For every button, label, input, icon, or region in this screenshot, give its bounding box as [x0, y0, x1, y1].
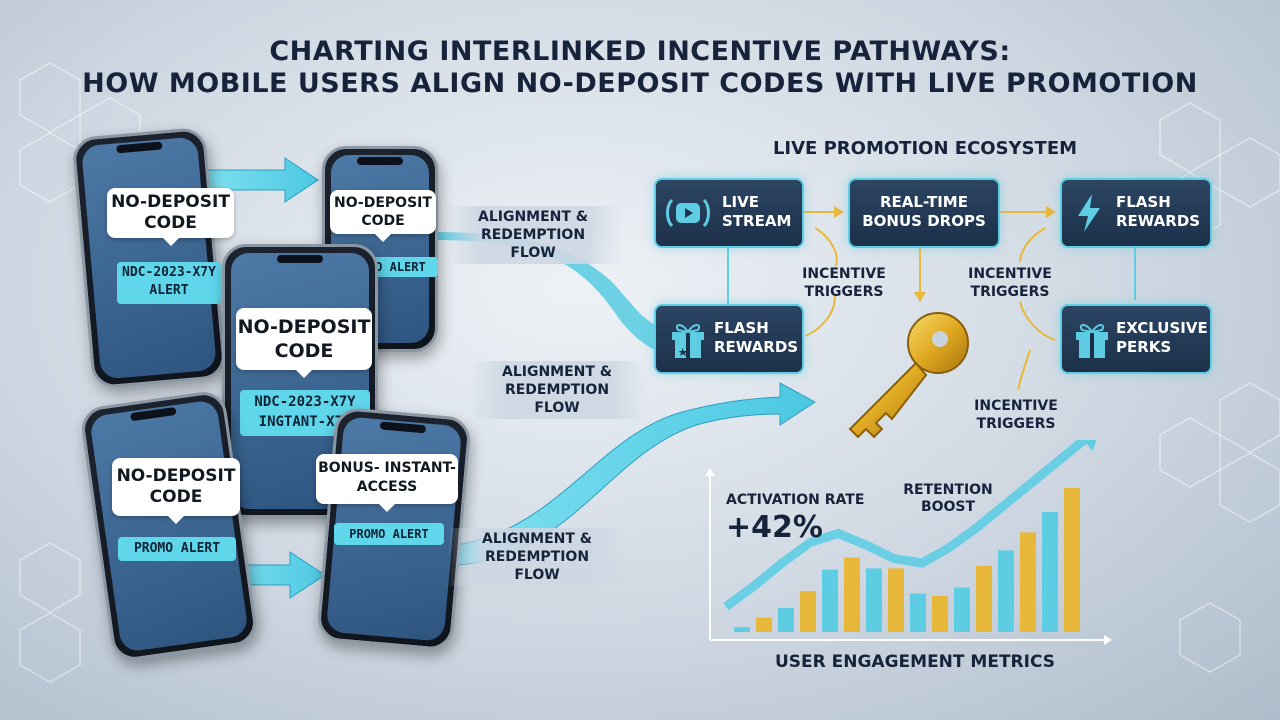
node-live-stream: LIVE STREAM	[654, 178, 804, 248]
flow-ribbon-bottom	[454, 382, 816, 566]
no-deposit-bubble-1: NO-DEPOSIT CODE	[107, 188, 234, 246]
no-deposit-bubble-2: NO-DEPOSIT CODE	[330, 190, 436, 242]
trend-arrowhead	[1083, 440, 1097, 452]
chart-bar	[910, 593, 926, 632]
lightning-icon	[1078, 194, 1100, 232]
chart-bar	[1064, 488, 1080, 632]
phone-notch	[357, 157, 403, 165]
incentive-triggers-1: INCENTIVE TRIGGERS	[802, 266, 886, 300]
promo-alert-chip-5: PROMO ALERT	[334, 523, 444, 545]
chart-axis-label: USER ENGAGEMENT METRICS	[774, 652, 1056, 672]
chart-bar	[844, 557, 860, 632]
incentive-triggers-3: INCENTIVE TRIGGERS	[974, 398, 1058, 432]
node-exclusive-perks: EXCLUSIVE PERKS	[1060, 304, 1212, 374]
gift-icon	[672, 324, 704, 358]
chart-bar	[734, 627, 750, 632]
chart-bar	[1042, 512, 1058, 632]
node-label: REAL-TIME BONUS DROPS	[862, 193, 986, 230]
trend-line	[723, 440, 1092, 611]
no-deposit-bubble-4: NO-DEPOSIT CODE	[112, 458, 240, 524]
node-label: LIVE STREAM	[722, 193, 792, 230]
title-line-1: CHARTING INTERLINKED INCENTIVE PATHWAYS:	[269, 36, 1011, 67]
node-label: FLASH REWARDS	[1116, 193, 1201, 230]
x-axis-arrow	[1104, 635, 1112, 645]
chart-bar	[756, 617, 772, 632]
flow-label-3: ALIGNMENT & REDEMPTION FLOW	[448, 528, 626, 586]
retention-boost-label: RETENTION BOOST	[903, 482, 993, 515]
ecosystem-title: LIVE PROMOTION ECOSYSTEM	[772, 138, 1078, 159]
node-bonus-drops: REAL-TIME BONUS DROPS	[848, 178, 1000, 248]
node-label: FLASH REWARDS	[714, 319, 799, 356]
activation-rate-value: +42%	[726, 510, 823, 545]
node-flash-rewards-top: FLASH REWARDS	[1060, 178, 1212, 248]
y-axis-arrow	[705, 468, 715, 476]
chart-bar	[822, 569, 838, 632]
chart-bar	[932, 596, 948, 632]
flow-label-2: ALIGNMENT & REDEMPTION FLOW	[468, 361, 646, 419]
chart-bar	[976, 566, 992, 632]
chart-bar	[888, 568, 904, 632]
flow-ribbon-top	[430, 232, 665, 355]
phone-notch	[277, 255, 323, 263]
live-stream-icon	[666, 198, 710, 228]
chart-bar	[954, 587, 970, 632]
node-flash-rewards-left: FLASH REWARDS	[654, 304, 804, 374]
activation-rate-label: ACTIVATION RATE	[726, 492, 865, 508]
chart-bar	[800, 591, 816, 632]
chart-bar	[778, 608, 794, 632]
key-icon	[848, 312, 969, 439]
no-deposit-bubble-3: NO-DEPOSIT CODE	[236, 308, 372, 378]
node-label: EXCLUSIVE PERKS	[1116, 319, 1208, 356]
code-chip-1: NDC-2023-X7Y ALERT	[117, 262, 221, 304]
gift-icon	[1076, 324, 1108, 358]
chart-bar	[866, 568, 882, 632]
title-line-2: HOW MOBILE USERS ALIGN NO-DEPOSIT CODES …	[82, 68, 1198, 99]
chart-bar	[998, 550, 1014, 632]
promo-alert-chip-4: PROMO ALERT	[118, 537, 236, 561]
incentive-triggers-2: INCENTIVE TRIGGERS	[968, 266, 1052, 300]
flow-label-1: ALIGNMENT & REDEMPTION FLOW	[444, 206, 622, 264]
bonus-instant-access-bubble: BONUS- INSTANT-ACCESS	[316, 454, 458, 512]
engagement-chart	[705, 440, 1112, 645]
chart-bar	[1020, 532, 1036, 632]
